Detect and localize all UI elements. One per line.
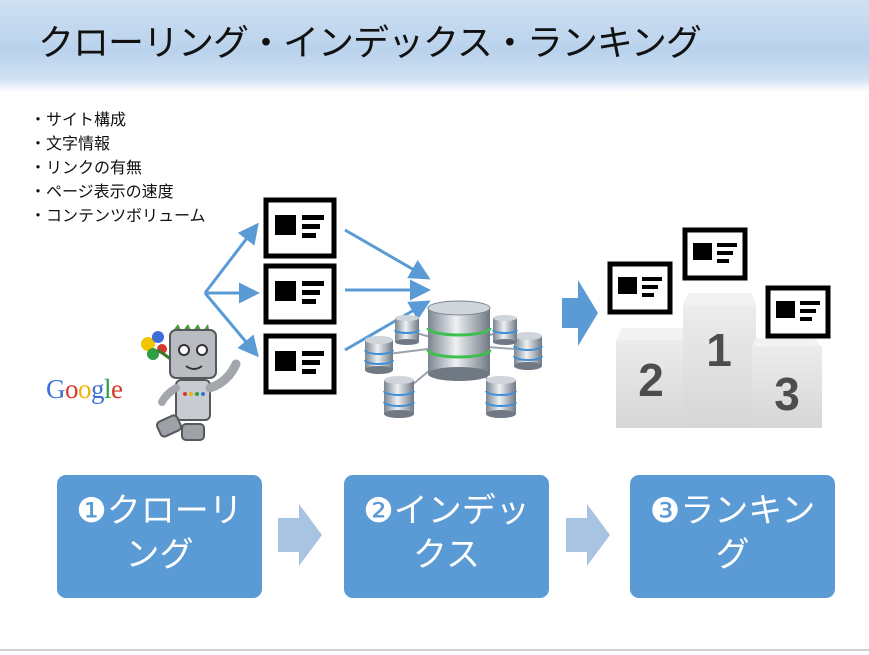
step-ranking: ❸ランキン グ [630, 475, 835, 598]
page-title: クローリング・インデックス・ランキング [38, 23, 702, 64]
webpage-icon [765, 285, 831, 339]
database-cylinder [492, 315, 518, 345]
podium-icon: 2 1 3 [616, 293, 822, 428]
factor-item: ・文字情報 [30, 134, 111, 153]
database-cylinder [394, 315, 420, 345]
factor-item: ・コンテンツボリューム [30, 206, 206, 225]
webpage-icon [682, 227, 748, 281]
title-bar: クローリング・インデックス・ランキング [0, 0, 869, 92]
step-number: ❶ [76, 491, 107, 531]
robot-icon [141, 324, 241, 441]
database-cylinder [485, 376, 517, 418]
step-label-line2: グ [715, 535, 750, 575]
podium-place-3: 3 [774, 368, 800, 420]
webpage-icon [263, 197, 337, 259]
step-label-line1: インデッ [393, 491, 530, 531]
step-crawling: ❶クローリ ング [57, 475, 262, 598]
crawl-arrows [203, 222, 260, 358]
database-cylinder [426, 300, 492, 381]
step-arrow-icon [278, 504, 322, 566]
database-cylinder [513, 332, 543, 370]
index-arrows [344, 228, 431, 352]
step-indexing: ❷インデッ クス [344, 475, 549, 598]
arrow-icon [562, 280, 598, 346]
webpage-icon [263, 333, 337, 395]
factor-item: ・ページ表示の速度 [30, 182, 174, 201]
database-cylinder [364, 336, 394, 374]
step-label-line1: ランキン [680, 491, 816, 531]
step-arrow-icon [566, 504, 610, 566]
step-label-line2: ング [125, 535, 194, 575]
factor-item: ・サイト構成 [30, 110, 127, 129]
webpage-icon [607, 261, 673, 315]
google-logo: Google [46, 374, 123, 404]
footer-divider [0, 649, 869, 651]
database-icon [364, 300, 543, 418]
step-number: ❷ [363, 491, 394, 531]
database-cylinder [383, 376, 415, 418]
podium-place-2: 2 [638, 354, 664, 406]
ranking-factors-list: ・サイト構成 ・文字情報 ・リンクの有無 ・ページ表示の速度 ・コンテンツボリュ… [30, 108, 206, 228]
factor-item: ・リンクの有無 [30, 158, 143, 177]
step-number: ❸ [649, 491, 681, 531]
step-label-line2: クス [413, 535, 480, 575]
podium-place-1: 1 [706, 324, 732, 376]
step-label-line1: クローリ [106, 491, 243, 531]
webpage-icon [263, 263, 337, 325]
